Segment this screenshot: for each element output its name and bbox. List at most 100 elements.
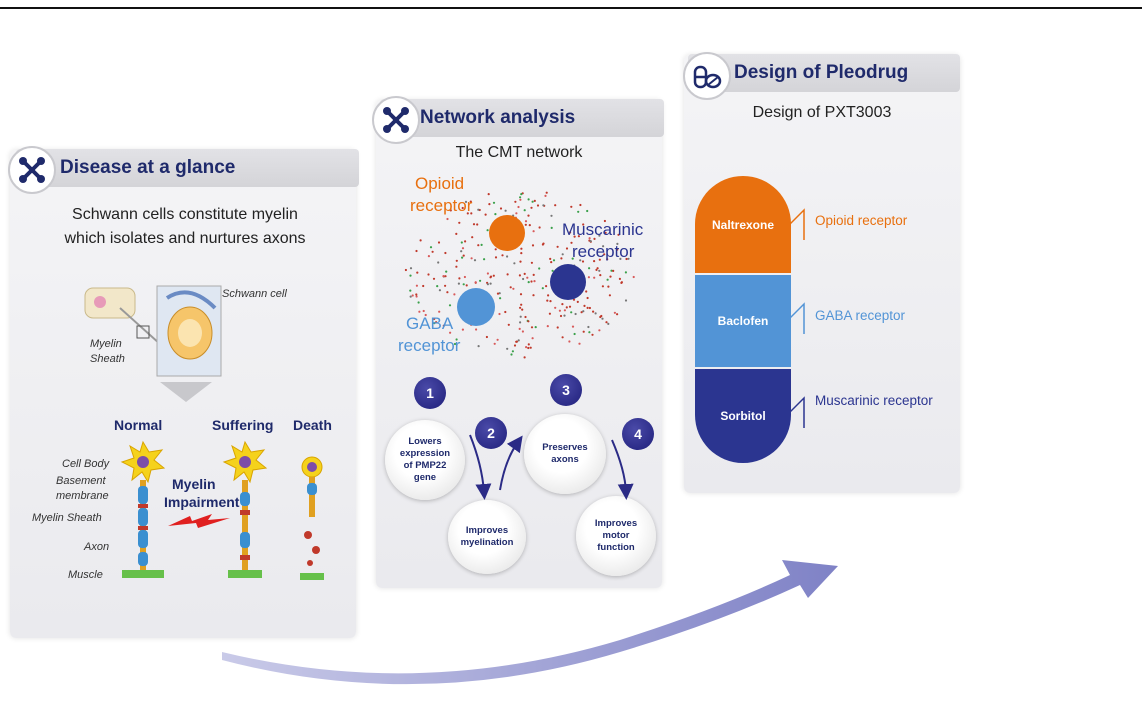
network-dot — [409, 289, 412, 292]
network-dot — [523, 356, 526, 359]
network-dot — [565, 247, 569, 250]
network-dot — [514, 200, 517, 203]
receptor-connectors — [790, 208, 805, 428]
network-dot — [580, 311, 583, 314]
network-dot — [518, 274, 521, 277]
network-dot — [587, 325, 590, 329]
network-dot — [461, 328, 464, 331]
bubble-preserves-axons: Preserves axons — [524, 414, 606, 494]
network-dot — [601, 285, 604, 288]
network-dot — [429, 246, 433, 249]
network-dot — [579, 259, 582, 262]
network-dot — [570, 205, 573, 208]
network-dot — [616, 248, 619, 251]
network-dot — [524, 315, 527, 319]
network-dot — [486, 229, 489, 232]
gaba-node — [457, 288, 495, 326]
network-dot — [449, 331, 452, 334]
network-dot — [455, 259, 458, 262]
network-dot — [464, 240, 467, 243]
network-dot — [513, 344, 517, 347]
network-dot — [458, 221, 461, 224]
label-myelin-sheath: Myelin Sheath — [32, 512, 102, 524]
network-dot — [558, 309, 561, 312]
network-dot — [546, 299, 549, 302]
network-dot — [549, 257, 552, 260]
network-dot — [432, 277, 436, 280]
network-dot — [487, 193, 490, 196]
network-dot — [618, 277, 621, 280]
network-dot — [588, 267, 591, 270]
network-dot — [530, 280, 533, 283]
network-dot — [585, 290, 588, 293]
panel-disease-header: Disease at a glance — [16, 149, 359, 187]
network-dot — [415, 249, 418, 253]
step-2-marker: 2 — [475, 417, 507, 449]
gaba-label-1: GABA — [406, 314, 454, 333]
panel-pleodrug-title: Design of Pleodrug — [734, 62, 909, 83]
network-dot — [550, 214, 553, 217]
network-dot — [579, 203, 582, 207]
lightning-icon — [168, 514, 230, 528]
sorbitol-segment: Sorbitol — [695, 369, 791, 463]
naltrexone-label: Naltrexone — [711, 217, 775, 232]
network-dot — [488, 203, 491, 206]
network-dot — [477, 208, 480, 211]
opioid-node — [489, 215, 525, 251]
network-dot — [486, 283, 489, 286]
panel-disease-title: Disease at a glance — [60, 157, 236, 178]
network-dot — [523, 209, 526, 212]
network-dot — [546, 325, 549, 328]
network-dot — [582, 310, 585, 313]
network-dot — [576, 300, 579, 303]
network-dot — [437, 241, 441, 244]
network-dot — [568, 305, 572, 308]
network-dot — [603, 219, 606, 223]
opioid-receptor-label: Opioid receptor — [815, 213, 908, 228]
network-dot — [518, 327, 521, 330]
network-dot — [415, 295, 418, 298]
network-dot — [617, 233, 620, 236]
down-arrow-icon — [160, 382, 212, 402]
network-dot — [444, 284, 447, 287]
network-dot — [519, 306, 522, 309]
bubble-text: axons — [551, 454, 579, 465]
network-dot — [627, 257, 630, 260]
network-dot — [581, 260, 585, 263]
network-dot — [524, 220, 528, 223]
network-dot — [550, 261, 553, 264]
neuron-death — [300, 456, 324, 580]
network-dot — [520, 303, 523, 306]
network-dot — [533, 280, 536, 283]
network-dot — [460, 241, 463, 244]
network-dot — [472, 223, 476, 226]
network-dot — [515, 212, 518, 215]
network-dot — [484, 213, 487, 216]
network-dot — [444, 251, 447, 255]
network-dot — [530, 206, 533, 209]
network-dot — [594, 312, 597, 315]
network-dot — [593, 260, 596, 263]
flow-arrows — [469, 434, 634, 500]
network-dot — [534, 326, 537, 329]
network-dot — [528, 224, 531, 227]
network-dot — [529, 346, 532, 349]
network-dot — [588, 237, 591, 240]
network-dot — [608, 294, 611, 297]
network-dot — [573, 332, 576, 336]
network-dot — [462, 283, 465, 286]
network-dot — [464, 200, 468, 203]
network-dot — [606, 258, 609, 261]
network-dot — [422, 284, 425, 288]
network-dot — [520, 247, 523, 250]
network-dot — [613, 311, 616, 314]
network-dot — [550, 226, 553, 229]
network-dot — [625, 257, 628, 261]
network-dot — [548, 312, 551, 315]
network-dot — [415, 284, 418, 287]
network-dot — [563, 309, 566, 312]
network-dot — [612, 269, 615, 272]
stage-suffering: Suffering — [212, 417, 274, 433]
panel-disease-subtitle-1: Schwann cells constitute myelin — [72, 206, 298, 223]
network-dot — [436, 285, 439, 288]
